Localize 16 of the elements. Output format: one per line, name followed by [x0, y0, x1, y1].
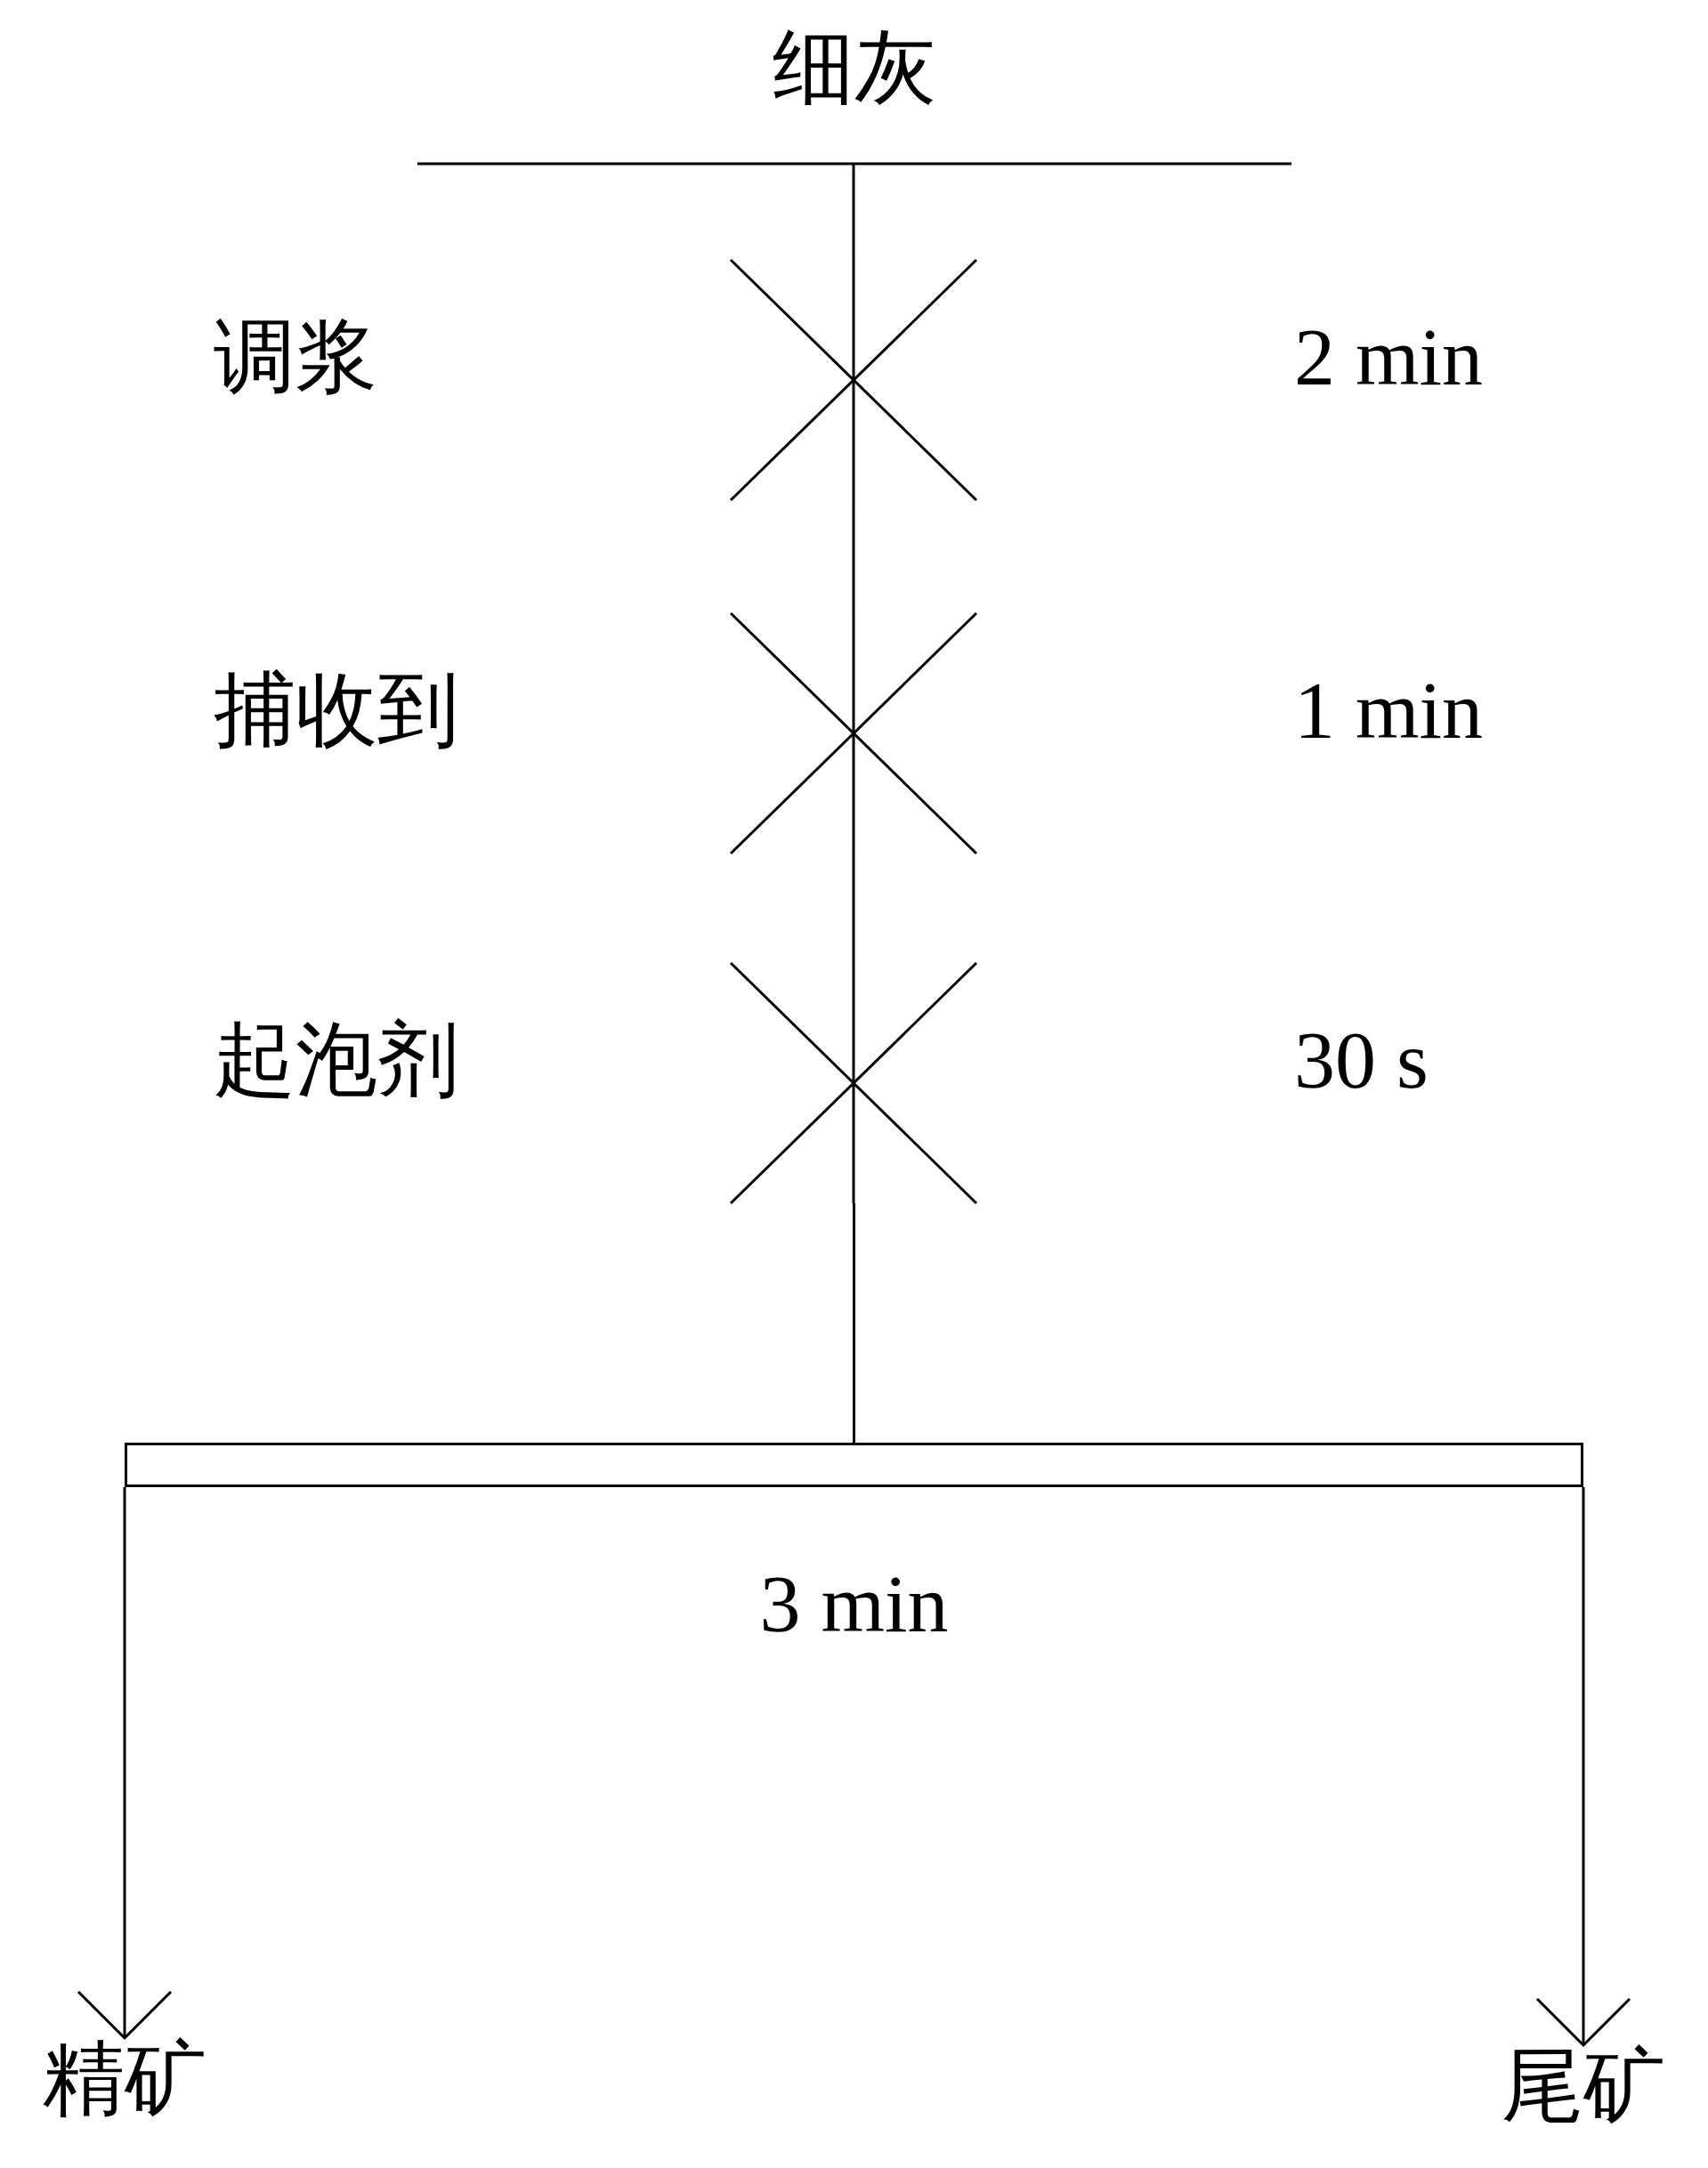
flow-line [852, 853, 855, 963]
feed-label: 细灰 [772, 27, 937, 109]
step-label: 起泡剂 [214, 1019, 459, 1101]
flow-line [852, 500, 855, 613]
arrow [77, 1487, 173, 2040]
product-label: 尾矿 [1501, 2045, 1666, 2127]
duration-label: 2 min [1294, 316, 1484, 398]
step-label: 调浆 [214, 316, 377, 398]
step-label: 捕收到 [214, 669, 459, 751]
duration-label: 1 min [1294, 669, 1484, 751]
flow-line [853, 1203, 855, 1443]
duration-label: 3 min [758, 1563, 950, 1645]
duration-label: 30 s [1294, 1019, 1429, 1101]
flow-line [852, 165, 855, 260]
product-label: 精矿 [42, 2038, 207, 2120]
arrow [1535, 1487, 1631, 2047]
